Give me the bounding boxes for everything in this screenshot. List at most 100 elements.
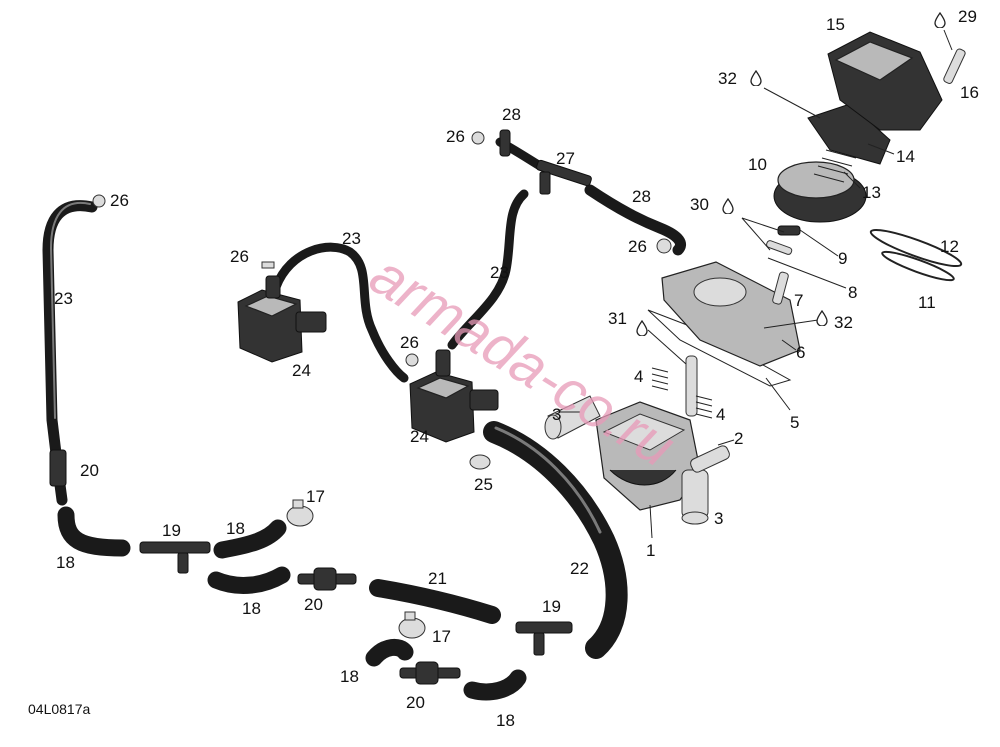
hose-18-mid-upper <box>213 519 287 559</box>
callout-23: 23 <box>54 289 73 308</box>
callout-18: 18 <box>340 667 359 686</box>
callout-4: 4 <box>634 367 643 386</box>
callout-22: 22 <box>570 559 589 578</box>
hoses <box>42 137 686 701</box>
clamp-26-top <box>471 131 485 145</box>
callout-3: 3 <box>552 405 561 424</box>
callout-10: 10 <box>748 155 767 174</box>
callout-20: 20 <box>80 461 99 480</box>
callout-28: 28 <box>502 105 521 124</box>
callout-26: 26 <box>110 191 129 210</box>
callout-5: 5 <box>790 413 799 432</box>
clamp-17-upper <box>286 499 314 527</box>
screw-16 <box>943 48 966 84</box>
hose-23-upper <box>271 242 409 383</box>
callout-18: 18 <box>56 553 75 572</box>
hose-18-left <box>57 506 131 557</box>
callout-15: 15 <box>826 15 845 34</box>
callout-6: 6 <box>796 343 805 362</box>
callout-23: 23 <box>490 263 509 282</box>
fittings <box>49 129 592 685</box>
diagram-code: 04L0817a <box>28 701 91 717</box>
callout-30: 30 <box>690 195 709 214</box>
screw-8 <box>766 240 793 255</box>
callout-25: 25 <box>474 475 493 494</box>
lubricant-drop-icon <box>816 310 828 326</box>
lubricant-drop-icon <box>750 70 762 86</box>
callout-26: 26 <box>230 247 249 266</box>
callout-18: 18 <box>242 599 261 618</box>
callout-8: 8 <box>848 283 857 302</box>
hose-23-right <box>447 189 529 350</box>
callout-21: 21 <box>428 569 447 588</box>
sleeve-2 <box>690 445 730 473</box>
clamp-26-right <box>656 238 672 254</box>
housing-6 <box>661 261 801 367</box>
tee-fitting-19-right <box>515 621 573 656</box>
diaphragm-10 <box>773 161 867 223</box>
callout-24: 24 <box>410 427 429 446</box>
callout-28: 28 <box>632 187 651 206</box>
o-ring-11 <box>881 250 955 282</box>
inline-filter-20-bottom <box>399 661 461 685</box>
cover-plate-14 <box>807 103 891 165</box>
bushing-3-right <box>681 469 709 525</box>
callout-17: 17 <box>432 627 451 646</box>
clamp-17-lower <box>398 611 426 639</box>
hose-23-left <box>42 200 98 506</box>
callout-23: 23 <box>342 229 361 248</box>
springs-4 <box>651 367 713 419</box>
callout-20: 20 <box>406 693 425 712</box>
throttle-body-1 <box>595 401 701 511</box>
callout-32: 32 <box>718 69 737 88</box>
screw-7 <box>772 271 789 305</box>
callout-19: 19 <box>162 521 181 540</box>
callout-2: 2 <box>734 429 743 448</box>
callout-27: 27 <box>556 149 575 168</box>
callout-14: 14 <box>896 147 915 166</box>
hose-18-bottom-left <box>365 638 414 667</box>
callout-12: 12 <box>940 237 959 256</box>
bushing-3-left <box>544 395 601 440</box>
callout-1: 1 <box>646 541 655 560</box>
hose-28-right <box>584 184 686 256</box>
tee-fitting-27 <box>536 159 592 195</box>
lubricant-drop-icon <box>934 12 946 28</box>
shaft-31 <box>685 355 698 417</box>
callout-9: 9 <box>838 249 847 268</box>
callout-11: 11 <box>918 293 936 312</box>
clamp-25 <box>469 454 491 470</box>
hose-21 <box>369 579 501 624</box>
hose-18-mid-lower <box>207 566 291 594</box>
callout-labels: 1 2 3 3 4 4 5 6 7 8 9 10 11 12 13 14 15 … <box>54 7 979 730</box>
clamp-26-mid <box>405 353 419 367</box>
callout-26: 26 <box>446 127 465 146</box>
clamp-26-small <box>261 261 275 269</box>
callout-7: 7 <box>794 291 803 310</box>
callout-26: 26 <box>400 333 419 352</box>
clamp-26-left <box>92 194 106 208</box>
callout-18: 18 <box>496 711 515 730</box>
callout-13: 13 <box>862 183 881 202</box>
callout-31: 31 <box>608 309 627 328</box>
callout-26: 26 <box>628 237 647 256</box>
hose-18-bottom-right <box>463 669 527 701</box>
clamps <box>92 131 672 639</box>
leader-lines <box>560 29 953 539</box>
callout-19: 19 <box>542 597 561 616</box>
callout-16: 16 <box>960 83 979 102</box>
lubricant-drop-icon <box>722 198 734 214</box>
tee-fitting-19-left <box>139 541 211 574</box>
callout-3: 3 <box>714 509 723 528</box>
inline-filter-20-left <box>49 449 67 487</box>
callout-32: 32 <box>834 313 853 332</box>
spring-13 <box>813 149 857 183</box>
callout-29: 29 <box>958 7 977 26</box>
hose-22 <box>483 421 628 659</box>
cover-15 <box>827 31 943 131</box>
inline-filter-20-mid <box>297 567 357 591</box>
callout-24: 24 <box>292 361 311 380</box>
callout-4: 4 <box>716 405 725 424</box>
callout-17: 17 <box>306 487 325 506</box>
